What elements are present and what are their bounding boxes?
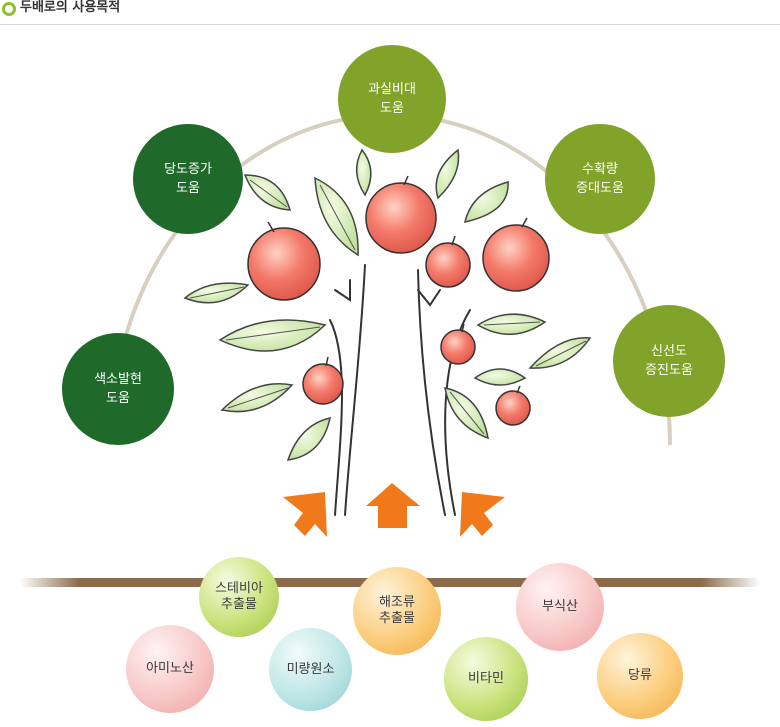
arrow-center <box>366 483 420 528</box>
ingredient-amino-acid: 아미노산 <box>126 625 214 713</box>
bullet-icon <box>2 2 16 16</box>
ingredient-vitamin: 비타민 <box>444 637 528 721</box>
tree-apples <box>247 182 550 426</box>
arrow-left <box>283 492 327 537</box>
apple-stems <box>267 175 528 394</box>
arrow-right <box>460 492 505 537</box>
section-header: 두배로의 사용목적 <box>0 0 780 25</box>
ingredient-seaweed: 해조류 추출물 <box>353 567 441 655</box>
ingredient-sugars: 당류 <box>597 633 683 719</box>
ingredient-stevia: 스테비아 추출물 <box>199 557 279 637</box>
tree-trunk <box>329 264 471 516</box>
benefit-freshness: 신선도 증진도움 <box>613 305 725 417</box>
benefit-fruit-enlargement: 과실비대 도움 <box>338 45 446 153</box>
upward-arrows <box>283 483 505 537</box>
benefit-sugar-increase: 당도증가 도움 <box>133 124 243 234</box>
benefit-color-development: 색소발현 도움 <box>62 333 174 445</box>
ingredient-humic-acid: 부식산 <box>516 563 604 651</box>
section-title: 두배로의 사용목적 <box>20 0 121 15</box>
benefit-yield-increase: 수확량 증대도움 <box>545 124 655 234</box>
leaf-veins <box>189 179 587 435</box>
ingredient-trace-elements: 미량원소 <box>269 628 352 711</box>
